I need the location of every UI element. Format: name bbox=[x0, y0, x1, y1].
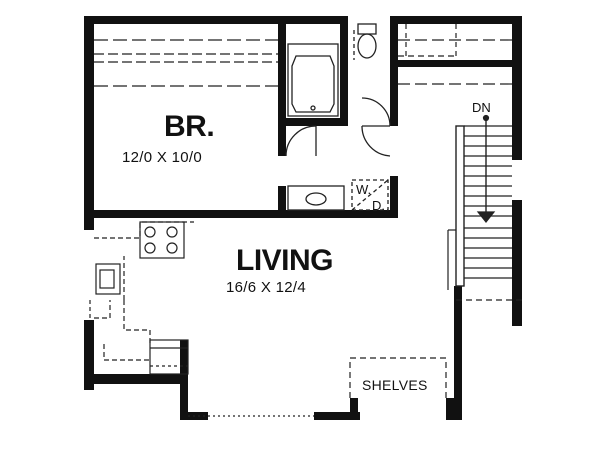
stairs bbox=[447, 114, 512, 290]
washer-label: W. bbox=[356, 182, 371, 197]
bathtub bbox=[287, 43, 339, 117]
kitchen bbox=[94, 221, 194, 375]
interior-walls bbox=[94, 16, 512, 218]
living-name: LIVING bbox=[236, 244, 333, 277]
stair-direction-label: DN bbox=[472, 100, 491, 115]
living-dimensions: 16/6 X 12/4 bbox=[226, 279, 306, 296]
bathroom bbox=[287, 23, 389, 211]
dashed-fixtures bbox=[89, 24, 522, 417]
burner-icon bbox=[144, 226, 156, 238]
burner-icon bbox=[144, 242, 156, 254]
door-swings bbox=[285, 97, 391, 157]
bedroom-dimensions: 12/0 X 10/0 bbox=[122, 149, 202, 166]
burner-icon bbox=[166, 242, 178, 254]
bathtub-basin bbox=[291, 55, 335, 113]
vanity bbox=[287, 185, 345, 211]
shelves-label: SHELVES bbox=[362, 377, 428, 393]
down-arrow-icon bbox=[476, 211, 496, 223]
washer-dryer bbox=[351, 179, 389, 211]
burner-icon bbox=[166, 226, 178, 238]
stove bbox=[139, 221, 185, 259]
toilet-bowl bbox=[357, 33, 377, 59]
kitchen-sink bbox=[95, 263, 121, 295]
stair-rail bbox=[455, 125, 465, 287]
dryer-label: D. bbox=[372, 198, 385, 213]
sink-icon bbox=[305, 192, 327, 206]
shelves-area bbox=[349, 357, 447, 412]
toilet-tank bbox=[357, 23, 377, 35]
exterior-walls bbox=[84, 16, 522, 420]
bedroom-name: BR. bbox=[164, 110, 214, 143]
refrigerator bbox=[149, 339, 189, 375]
